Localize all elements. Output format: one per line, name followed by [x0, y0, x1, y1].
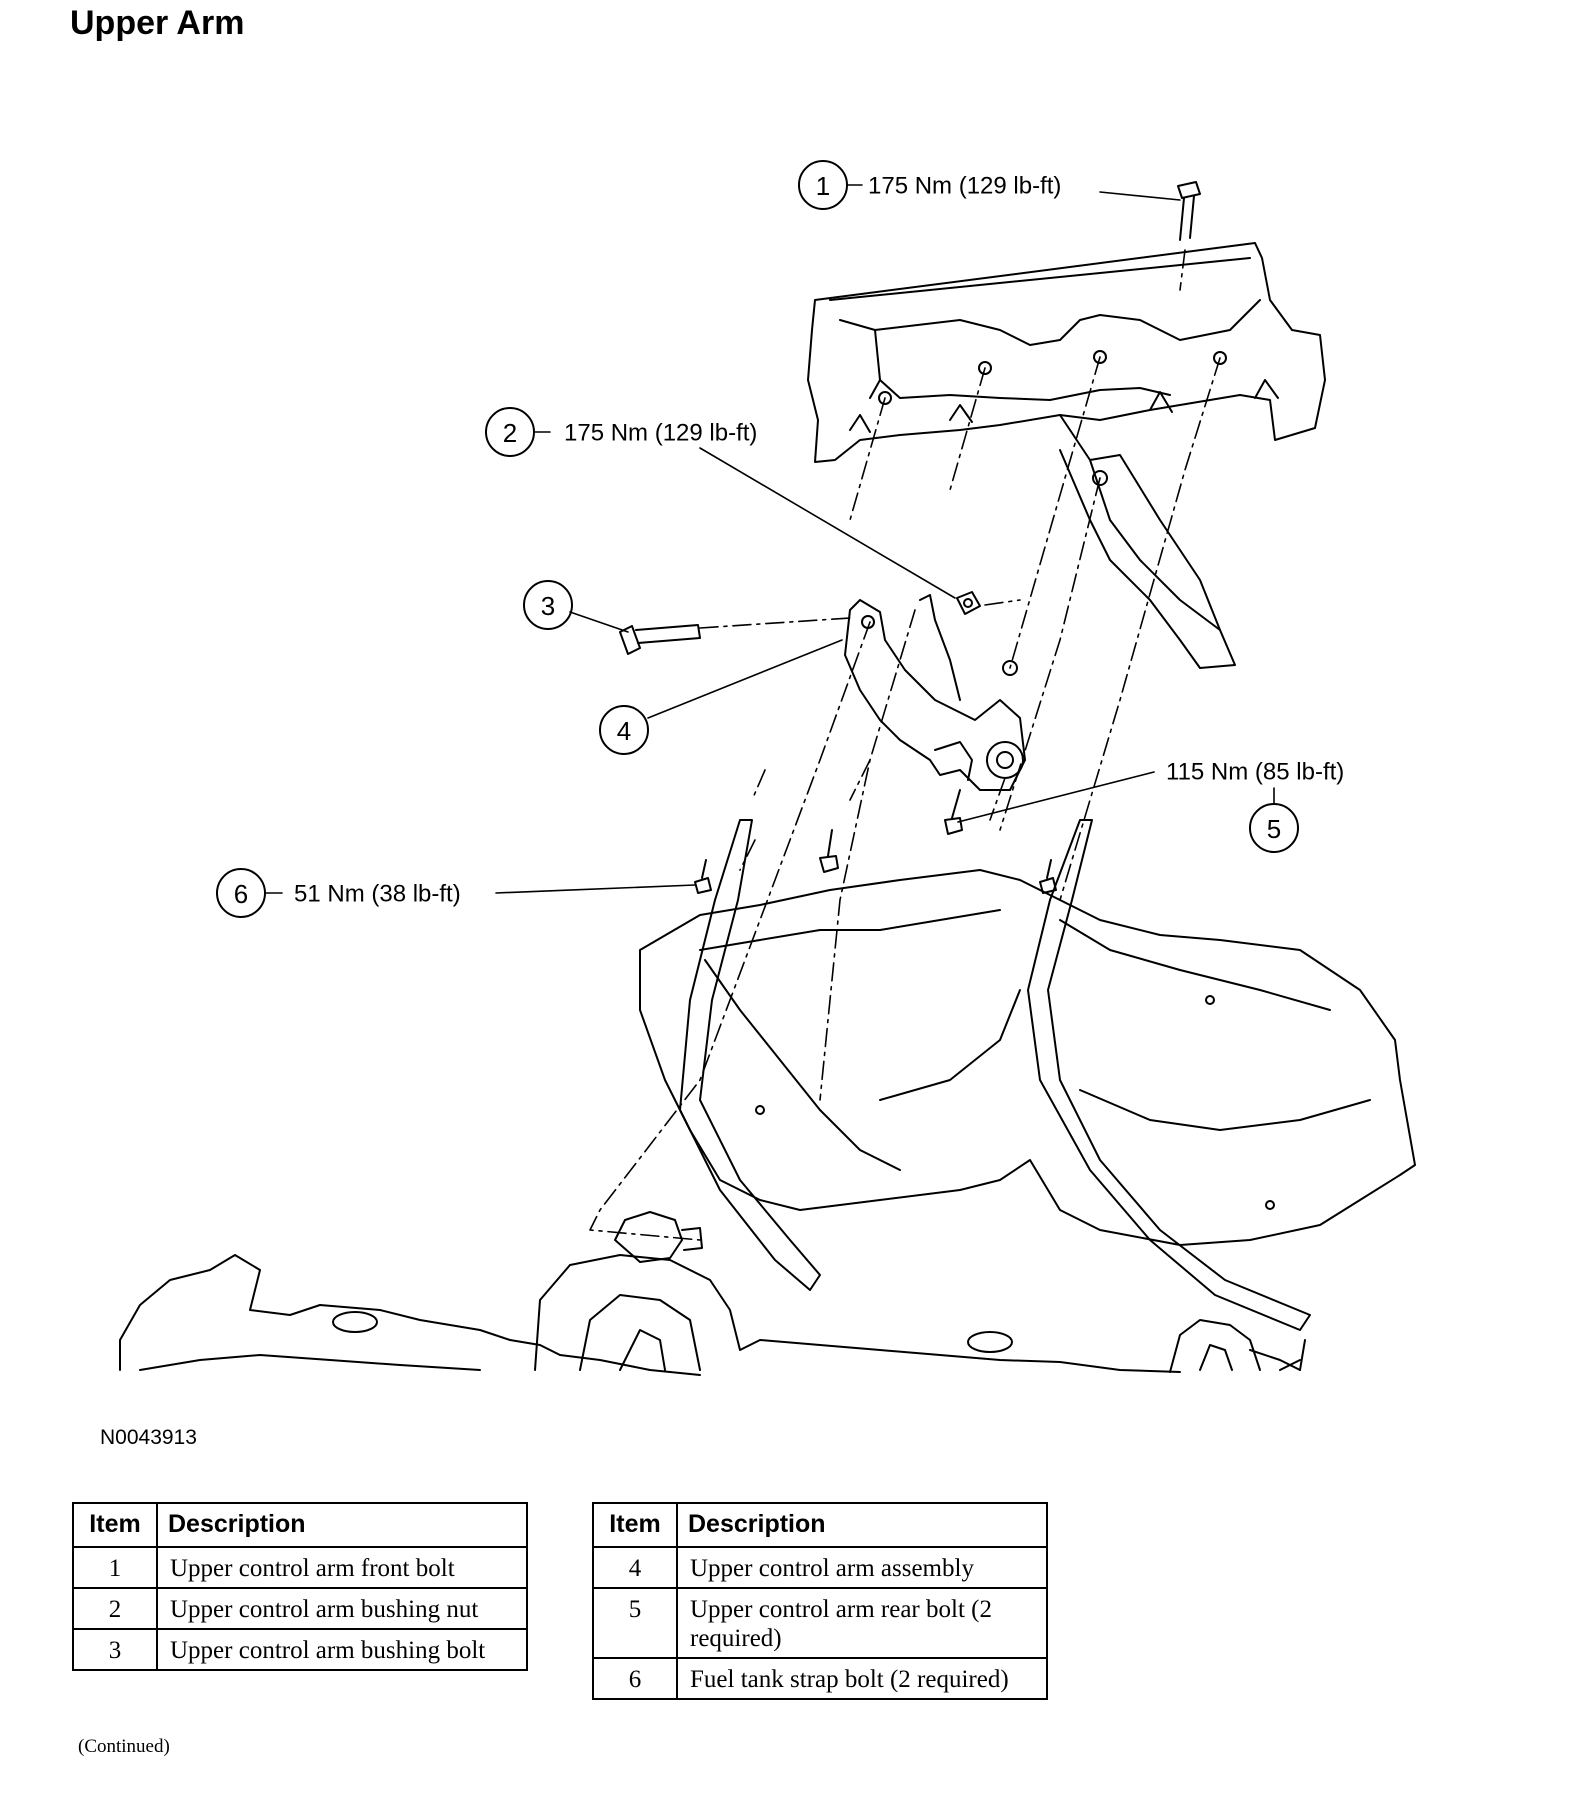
item-number: 1 [72, 1546, 158, 1589]
item-description: Upper control arm rear bolt (2 required) [676, 1587, 1048, 1659]
callout-4-number: 4 [617, 716, 631, 746]
item-description: Upper control arm front bolt [156, 1546, 528, 1589]
callout-4-circle [599, 705, 649, 755]
strap-bolts-6 [694, 859, 1057, 894]
callout-6-circle [216, 868, 266, 918]
callout-6-number: 6 [234, 879, 248, 909]
callout-1-number: 1 [816, 171, 830, 201]
item-column-header: Item [72, 1502, 158, 1548]
table-row: 1 Upper control arm front bolt [72, 1546, 528, 1589]
legend-table-left: Item Description 1 Upper control arm fro… [72, 1502, 528, 1671]
callout-1-torque: 175 Nm (129 lb-ft) [868, 173, 1061, 200]
item-number: 2 [72, 1587, 158, 1630]
table-header-row: Item Description [592, 1502, 1048, 1548]
item-description: Upper control arm assembly [676, 1546, 1048, 1589]
callout-3-number: 3 [541, 591, 555, 621]
figure-id: N0043913 [100, 1426, 197, 1449]
rear-axle [119, 1211, 1306, 1376]
leader-lines [265, 184, 1275, 894]
legend-table-right: Item Description 4 Upper control arm ass… [592, 1502, 1048, 1700]
table-header-row: Item Description [72, 1502, 528, 1548]
callout-2-number: 2 [503, 418, 517, 448]
continued-note: (Continued) [78, 1736, 170, 1757]
callout-1-circle [798, 160, 848, 210]
table-row: 4 Upper control arm assembly [592, 1546, 1048, 1589]
table-row: 5 Upper control arm rear bolt (2 require… [592, 1587, 1048, 1659]
table-row: 3 Upper control arm bushing bolt [72, 1628, 528, 1671]
crossmember-bracket [807, 242, 1326, 669]
bushing-bolt-3 [619, 624, 701, 655]
item-description: Upper control arm bushing bolt [156, 1628, 528, 1671]
item-column-header: Item [592, 1502, 678, 1548]
front-bolt-1 [1177, 181, 1201, 241]
description-column-header: Description [156, 1502, 528, 1548]
item-description: Fuel tank strap bolt (2 required) [676, 1657, 1048, 1700]
table-row: 6 Fuel tank strap bolt (2 required) [592, 1657, 1048, 1700]
callout-2-torque: 175 Nm (129 lb-ft) [564, 420, 757, 447]
assembly-lines [589, 249, 1221, 1241]
bushing-nut-2 [956, 591, 981, 615]
callout-5-torque: 115 Nm (85 lb-ft) [1166, 759, 1344, 786]
fuel-tank [639, 869, 1416, 1246]
callout-circles [216, 160, 1299, 918]
table-row: 2 Upper control arm bushing nut [72, 1587, 528, 1630]
page-title: Upper Arm [70, 4, 245, 42]
upper-control-arm-4 [844, 594, 1026, 791]
rear-bolts-5 [819, 789, 963, 873]
fuel-tank-straps [679, 819, 1311, 1331]
callout-5-number: 5 [1267, 814, 1281, 844]
item-number: 4 [592, 1546, 678, 1589]
callout-2-circle [485, 407, 535, 457]
item-number: 3 [72, 1628, 158, 1671]
upper-arm-exploded-diagram: 1 2 3 4 5 6 175 Nm (129 lb-ft) 175 Nm (1… [119, 160, 1416, 1376]
item-number: 6 [592, 1657, 678, 1700]
callout-5-circle [1249, 803, 1299, 853]
callout-3-circle [523, 580, 573, 630]
item-number: 5 [592, 1587, 678, 1659]
item-description: Upper control arm bushing nut [156, 1587, 528, 1630]
description-column-header: Description [676, 1502, 1048, 1548]
callout-6-torque: 51 Nm (38 lb-ft) [294, 881, 461, 908]
